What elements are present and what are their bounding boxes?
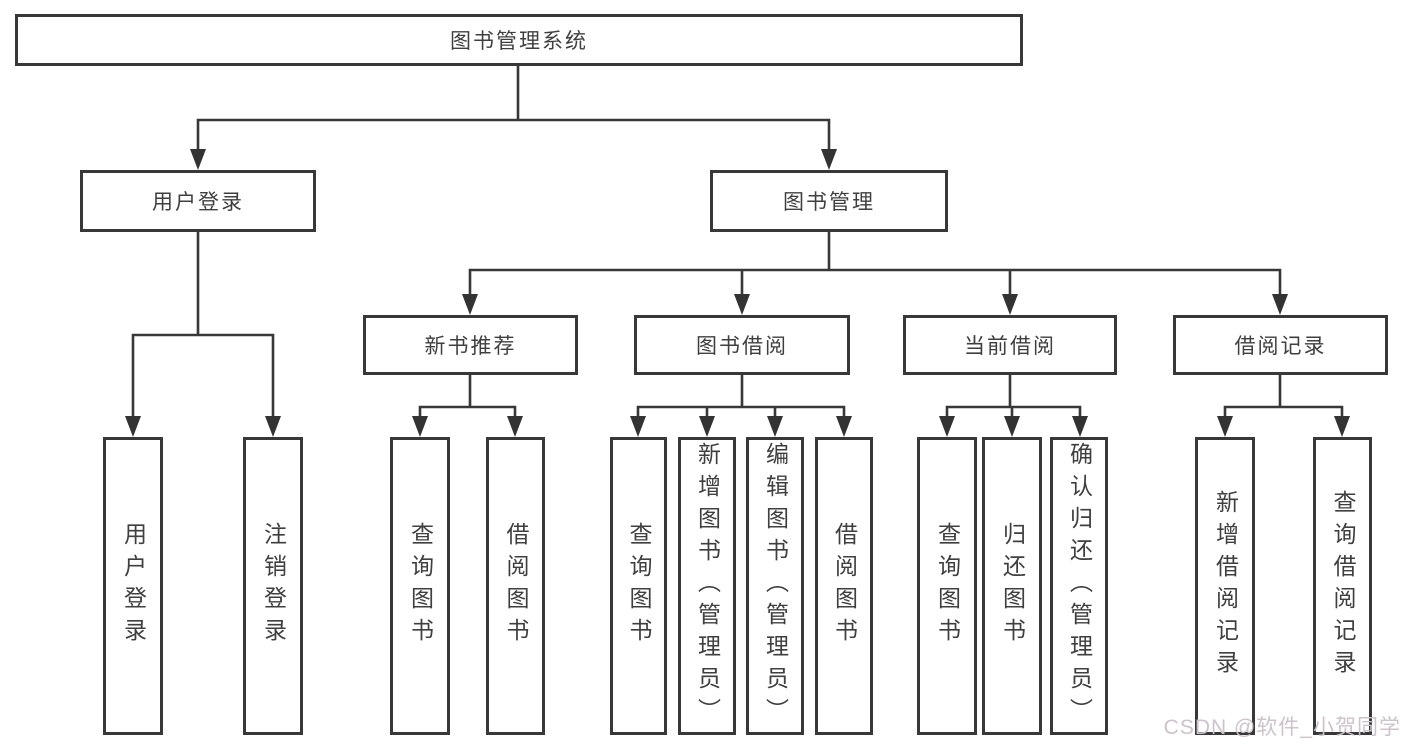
leaf-query-borrow-record: 查询借阅记录 (1313, 437, 1372, 735)
node-current-borrow: 当前借阅 (903, 315, 1117, 375)
leaf-query-borrow-record-label: 查询借阅记录 (1330, 490, 1356, 682)
node-borrow-records: 借阅记录 (1173, 315, 1388, 375)
leaf-current-query-books: 查询图书 (917, 437, 977, 735)
leaf-logout-login: 注销登录 (243, 437, 303, 735)
leaf-edit-book-admin-label: 编辑图书（管理员） (762, 442, 789, 730)
leaf-add-book-admin-label: 新增图书（管理员） (694, 442, 721, 730)
node-book-borrow: 图书借阅 (634, 315, 850, 375)
leaf-newbook-borrow-books-label: 借阅图书 (503, 522, 529, 650)
leaf-return-books-label: 归还图书 (999, 522, 1026, 650)
leaf-newbook-query-books-label: 查询图书 (407, 522, 434, 650)
leaf-borrow-query-books: 查询图书 (610, 437, 667, 735)
node-new-book-recommend-label: 新书推荐 (424, 335, 517, 358)
leaf-current-query-books-label: 查询图书 (934, 522, 961, 650)
node-user-login: 用户登录 (80, 170, 316, 232)
node-book-management: 图书管理 (710, 170, 948, 232)
leaf-add-borrow-record: 新增借阅记录 (1195, 437, 1255, 735)
leaf-borrow-query-books-label: 查询图书 (626, 522, 652, 650)
node-book-management-label: 图书管理 (783, 191, 875, 214)
leaf-borrow-borrow-books: 借阅图书 (815, 437, 873, 735)
node-book-borrow-label: 图书借阅 (696, 335, 788, 358)
node-new-book-recommend: 新书推荐 (363, 315, 578, 375)
leaf-add-borrow-record-label: 新增借阅记录 (1212, 490, 1239, 682)
arrowheads (125, 149, 1350, 437)
leaf-borrow-borrow-books-label: 借阅图书 (831, 522, 858, 650)
leaf-return-books: 归还图书 (982, 437, 1042, 735)
csdn-watermark: CSDN @软件_小贺同学 (1163, 716, 1401, 739)
node-user-login-label: 用户登录 (152, 191, 244, 214)
leaf-newbook-query-books: 查询图书 (390, 437, 450, 735)
tree-edges (131, 64, 1344, 420)
leaf-confirm-return-admin-label: 确认归还（管理员） (1066, 442, 1093, 730)
leaf-add-book-admin: 新增图书（管理员） (678, 437, 736, 735)
node-current-borrow-label: 当前借阅 (964, 335, 1056, 358)
leaf-user-login: 用户登录 (103, 437, 163, 735)
leaf-edit-book-admin: 编辑图书（管理员） (746, 437, 804, 735)
node-borrow-records-label: 借阅记录 (1234, 335, 1327, 358)
leaf-confirm-return-admin: 确认归还（管理员） (1050, 437, 1108, 735)
node-root: 图书管理系统 (15, 14, 1023, 66)
leaf-newbook-borrow-books: 借阅图书 (486, 437, 545, 735)
leaf-user-login-label: 用户登录 (120, 522, 147, 650)
leaf-logout-login-label: 注销登录 (260, 522, 287, 650)
node-root-label: 图书管理系统 (450, 30, 588, 53)
